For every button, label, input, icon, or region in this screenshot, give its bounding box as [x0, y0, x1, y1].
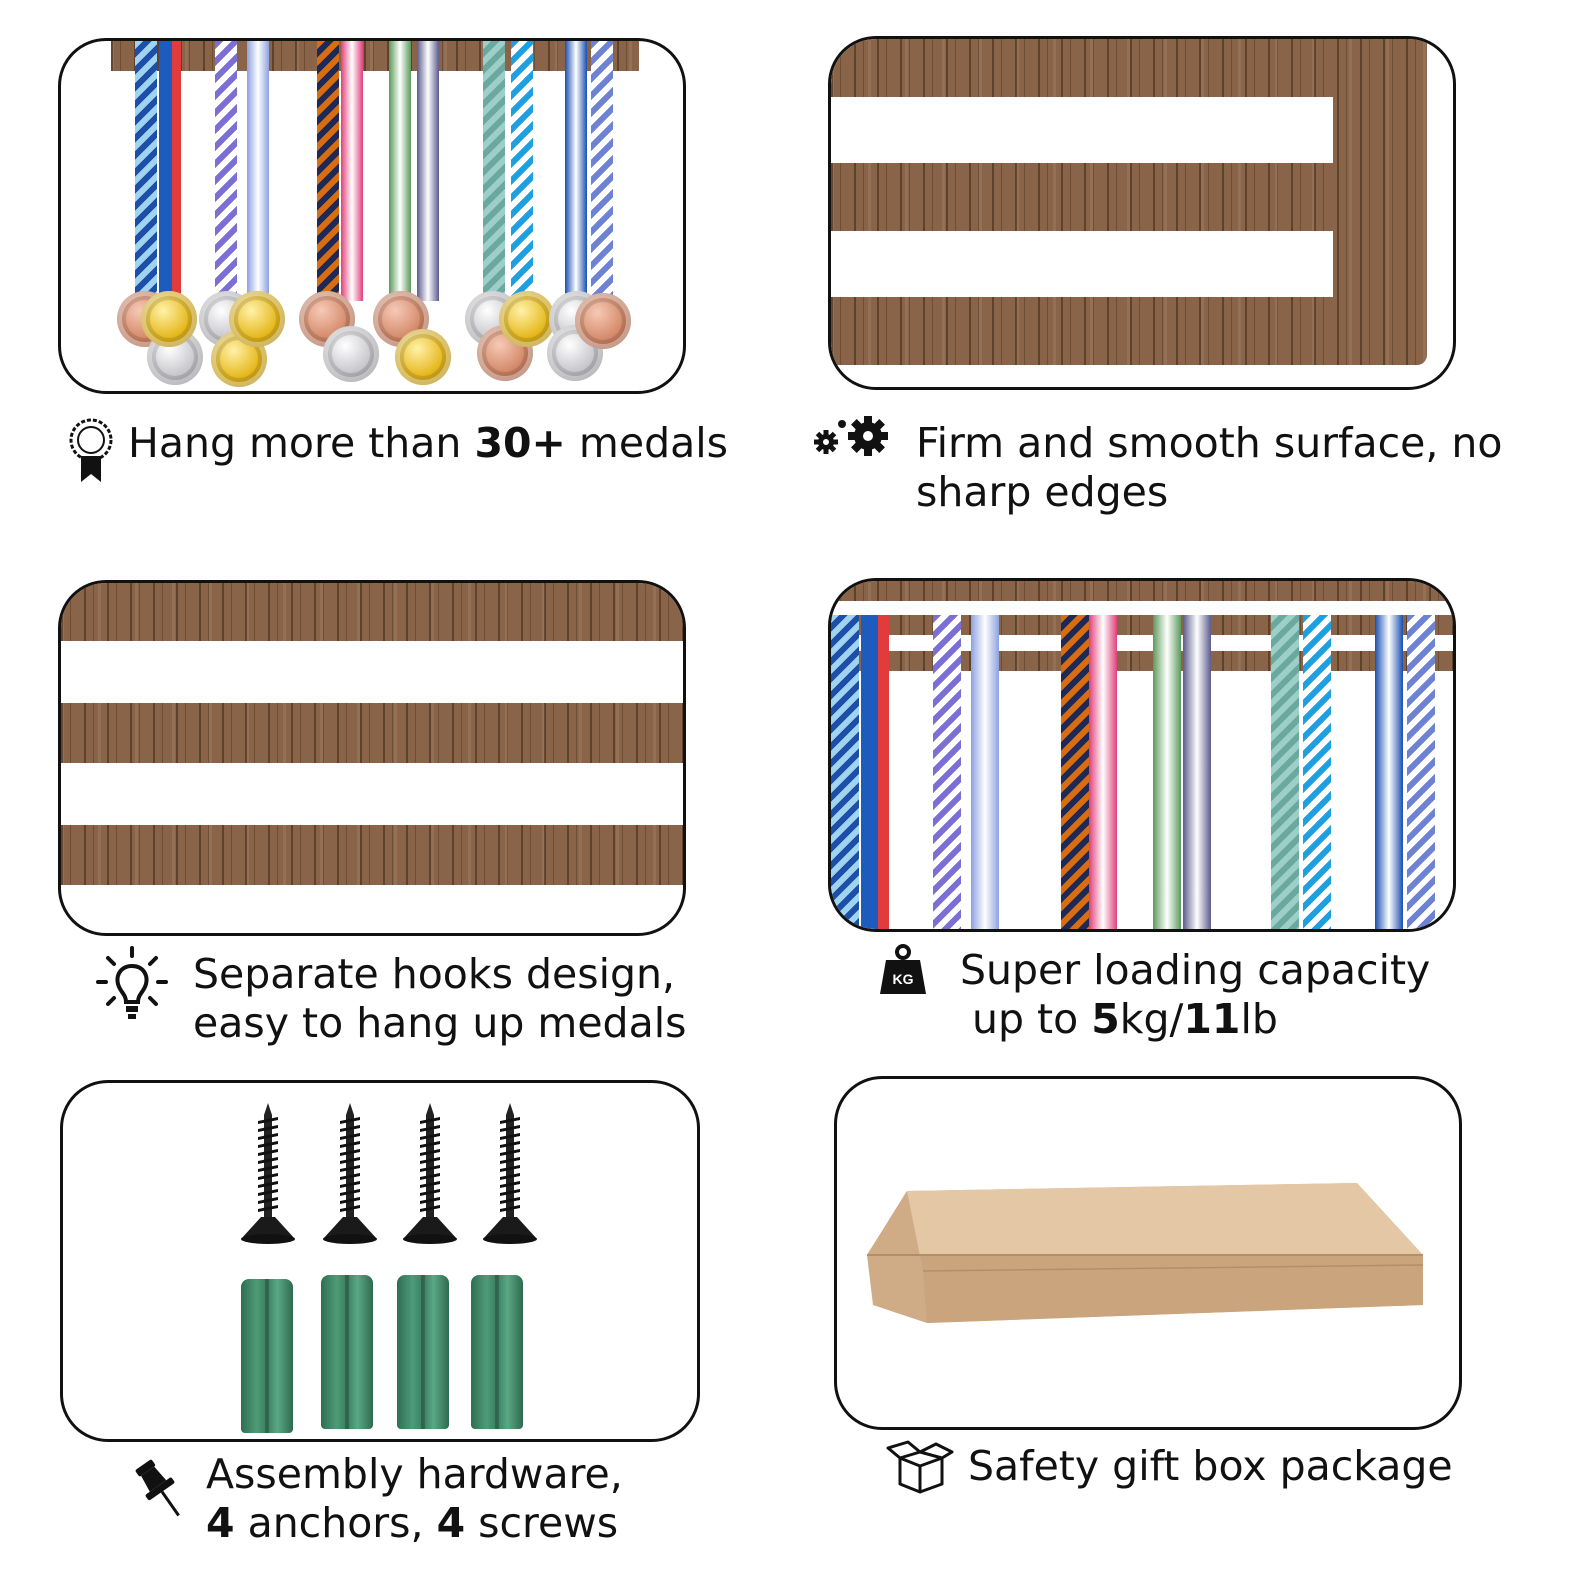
- caption-line: Firm and smooth surface, no: [916, 419, 1503, 467]
- caption-number: 5: [1091, 995, 1120, 1043]
- ribbon: [1271, 615, 1299, 929]
- gold-medal: [395, 329, 451, 385]
- caption-number: 4: [436, 1499, 466, 1547]
- ribbon: [971, 615, 999, 929]
- hooks-image-panel: [58, 580, 686, 936]
- ribbon: [389, 41, 411, 301]
- kg-weight-icon: KG: [878, 944, 928, 1000]
- caption-line: Assembly hardware,: [206, 1450, 623, 1498]
- wood-board: [831, 581, 1453, 601]
- pushpin-icon: [130, 1456, 186, 1530]
- ribbon: [215, 41, 237, 301]
- lightbulb-icon: [96, 946, 168, 1026]
- ribbon: [1303, 615, 1331, 929]
- screw: [481, 1101, 539, 1247]
- wood-board: [831, 39, 1427, 365]
- medals-image-panel: [58, 38, 686, 394]
- caption-line: Separate hooks design,: [193, 950, 676, 998]
- caption-text: anchors,: [234, 1499, 437, 1547]
- ribbon: [1089, 615, 1117, 929]
- surface-caption: Firm and smooth surface, no sharp edges: [916, 419, 1503, 517]
- screw: [321, 1101, 379, 1247]
- wall-anchor: [397, 1275, 449, 1429]
- wall-anchor: [471, 1275, 523, 1429]
- ribbon: [831, 615, 859, 929]
- board-gap: [831, 231, 1333, 297]
- ribbon: [417, 41, 439, 301]
- ribbon: [247, 41, 269, 301]
- caption-text: Safety gift box package: [968, 1442, 1453, 1490]
- ribbon: [933, 615, 961, 929]
- gold-medal: [229, 291, 285, 347]
- package-caption: Safety gift box package: [968, 1442, 1453, 1491]
- caption-number: 4: [206, 1499, 235, 1547]
- ribbon: [565, 41, 587, 301]
- caption-text: screws: [465, 1499, 619, 1547]
- wood-board: [831, 615, 1453, 635]
- wall-anchor: [321, 1275, 373, 1429]
- wood-bar: [111, 41, 639, 71]
- ribbon: [591, 41, 613, 301]
- caption-text: up to: [972, 995, 1092, 1043]
- board-gap: [831, 97, 1333, 163]
- ribbon: [1183, 615, 1211, 929]
- board-gap: [61, 763, 683, 825]
- package-image-panel: [834, 1076, 1462, 1430]
- ribbon: [1375, 615, 1403, 929]
- caption-line: sharp edges: [916, 468, 1169, 516]
- cardboard-box: [867, 1183, 1424, 1323]
- caption-text: lb: [1240, 995, 1278, 1043]
- ribbon: [1061, 615, 1089, 929]
- screw: [401, 1101, 459, 1247]
- ribbon: [483, 41, 505, 301]
- wood-board: [831, 651, 1453, 671]
- gold-medal: [499, 291, 555, 347]
- caption-line: easy to hang up medals: [193, 999, 687, 1047]
- ribbon: [159, 41, 181, 301]
- ribbon: [511, 41, 533, 301]
- caption-line: 4 anchors, 4 screws: [206, 1499, 623, 1548]
- hardware-caption: Assembly hardware, 4 anchors, 4 screws: [206, 1450, 623, 1548]
- ribbon: [1153, 615, 1181, 929]
- caption-number: 11: [1183, 995, 1241, 1043]
- wood-board: [61, 583, 683, 885]
- medals-caption: Hang more than 30+ medals: [128, 419, 728, 468]
- caption-text: medals: [565, 419, 728, 467]
- wall-anchor: [241, 1279, 293, 1433]
- hooks-caption: Separate hooks design, easy to hang up m…: [193, 950, 686, 1048]
- capacity-caption: Super loading capacity up to 5kg/11lb: [960, 946, 1430, 1044]
- ribbon: [1407, 615, 1435, 929]
- open-box-icon: [884, 1440, 956, 1500]
- ribbon: [341, 41, 363, 301]
- gears-icon: [812, 412, 892, 466]
- ribbon: [861, 615, 889, 929]
- caption-line: Super loading capacity: [960, 946, 1431, 994]
- silver-medal: [323, 326, 379, 382]
- capacity-image-panel: [828, 578, 1456, 932]
- caption-number: 30+: [474, 419, 566, 467]
- screw: [239, 1101, 297, 1247]
- surface-image-panel: [828, 36, 1456, 390]
- ribbon: [135, 41, 157, 301]
- caption-line: up to 5kg/11lb: [960, 995, 1430, 1044]
- hardware-image-panel: [60, 1080, 700, 1442]
- bronze-medal: [575, 293, 631, 349]
- board-gap: [61, 641, 683, 703]
- caption-text: Hang more than: [128, 419, 475, 467]
- kg-label: KG: [893, 971, 914, 987]
- gold-medal: [141, 291, 197, 347]
- award-ribbon-icon: [66, 416, 116, 488]
- ribbon: [317, 41, 339, 301]
- caption-text: kg/: [1119, 995, 1184, 1043]
